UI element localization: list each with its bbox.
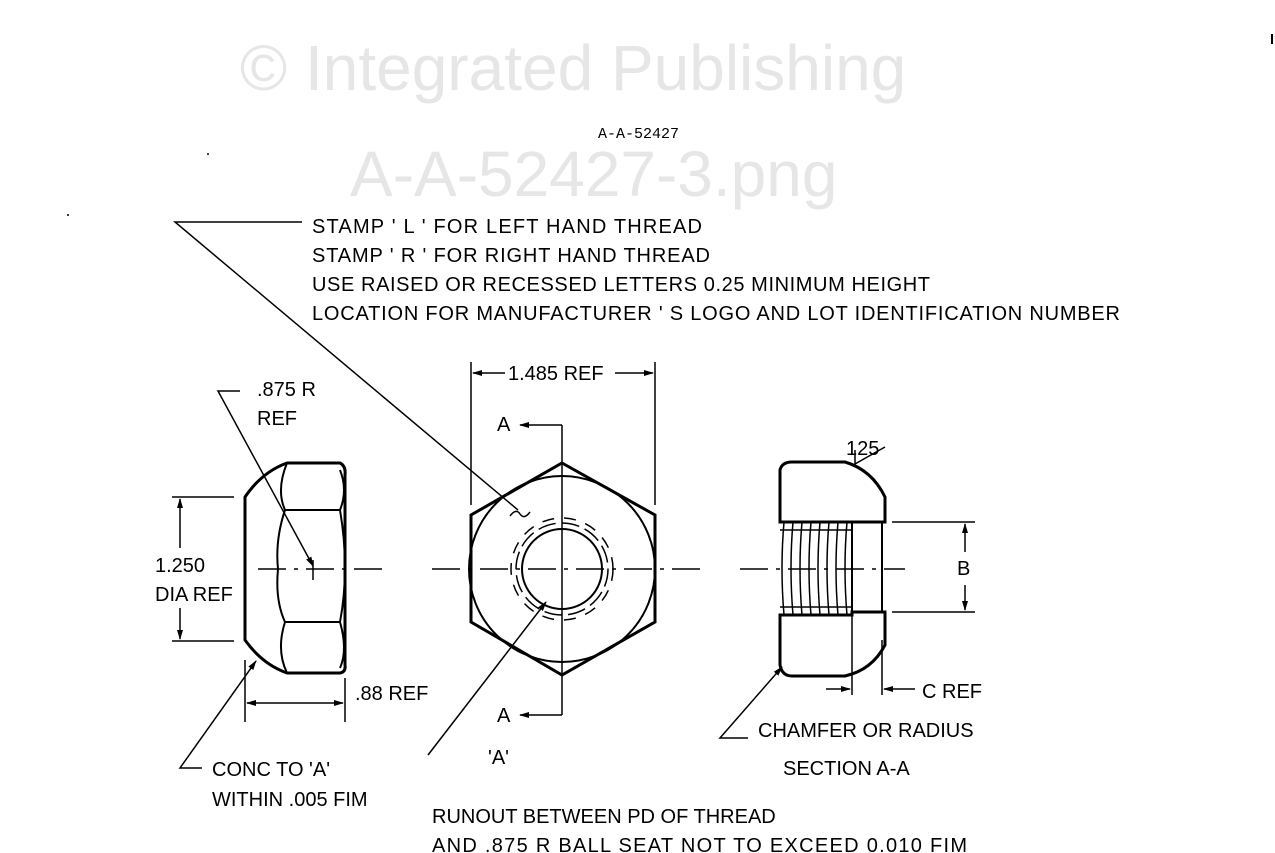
dia-value: 1.250 — [155, 555, 205, 577]
notes-block: STAMP ' L ' FOR LEFT HAND THREAD STAMP '… — [312, 216, 1120, 325]
watermark: © Integrated Publishing A-A-52427-3.png — [240, 32, 906, 210]
notes-leader — [172, 221, 531, 518]
watermark-line1: © Integrated Publishing — [240, 32, 906, 104]
conc-tolerance: WITHIN .005 FIM — [212, 789, 368, 811]
c-ref-label: C REF — [922, 681, 982, 703]
chamfer-label: CHAMFER OR RADIUS — [758, 720, 974, 742]
width-label: .88 REF — [355, 683, 428, 705]
speck — [207, 153, 209, 155]
footer-note-line: AND .875 R BALL SEAT NOT TO EXCEED 0.010… — [432, 835, 967, 853]
front-view: A A 1.485 REF 'A' — [427, 362, 700, 769]
radius-ref-label: REF — [257, 408, 297, 430]
note-line: USE RAISED OR RECESSED LETTERS 0.25 MINI… — [312, 274, 930, 296]
section-mark-top: A — [497, 414, 511, 436]
dia-label: DIA REF — [155, 584, 233, 606]
section-title: SECTION A-A — [783, 758, 910, 780]
datum-label: 'A' — [488, 747, 509, 769]
section-view: 125 B C REF CHAMFER OR RADIUS SECTION A-… — [718, 438, 982, 780]
note-line: STAMP ' R ' FOR RIGHT HAND THREAD — [312, 245, 710, 267]
footer-note-line: RUNOUT BETWEEN PD OF THREAD — [432, 806, 776, 828]
across-flats-label: 1.485 REF — [508, 363, 604, 385]
radius-label: .875 R — [257, 379, 316, 401]
finish-label: 125 — [846, 438, 879, 460]
side-view: .875 R REF 1.250 DIA REF .88 REF CONC TO… — [155, 379, 428, 811]
watermark-line2: A-A-52427-3.png — [350, 138, 837, 210]
conc-label: CONC TO 'A' — [212, 759, 330, 781]
note-line: STAMP ' L ' FOR LEFT HAND THREAD — [312, 216, 702, 238]
document-number: A-A-52427 — [598, 126, 679, 143]
note-line: LOCATION FOR MANUFACTURER ' S LOGO AND L… — [312, 303, 1120, 325]
speck — [67, 214, 69, 216]
section-mark-bottom: A — [497, 705, 511, 727]
b-label: B — [957, 558, 970, 580]
